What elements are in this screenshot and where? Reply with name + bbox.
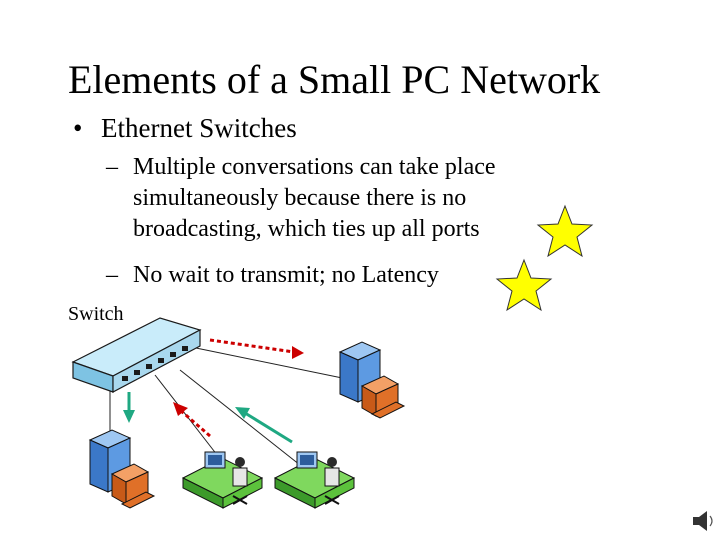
- star-icon: [495, 258, 553, 312]
- teal-arrow-down: [123, 392, 135, 423]
- server-pc-icon: [338, 341, 406, 419]
- subbullet-line: broadcasting, which ties up all ports: [133, 216, 480, 242]
- bullet-symbol: •: [73, 113, 83, 143]
- switch-label: Switch: [68, 303, 124, 325]
- bullet-ethernet-switches: • Ethernet Switches: [73, 112, 297, 144]
- bullet-text: Ethernet Switches: [101, 113, 297, 143]
- server-pc-icon: [88, 429, 156, 509]
- dash: –: [106, 262, 118, 288]
- red-dotted-arrow-right: [209, 338, 304, 359]
- workstation-icon: [273, 451, 356, 509]
- red-dotted-arrow-up: [173, 402, 211, 438]
- subbullet-no-wait: –No wait to transmit; no Latency: [106, 260, 439, 291]
- teal-arrow-up-left: [235, 407, 293, 444]
- speaker-icon: [693, 511, 713, 531]
- subbullet-line: No wait to transmit; no Latency: [133, 262, 439, 288]
- subbullet-line: Multiple conversations can take place: [133, 154, 496, 180]
- subbullet-line: simultaneously because there is no: [133, 185, 467, 211]
- slide-title: Elements of a Small PC Network: [68, 57, 601, 102]
- switch-icon: [71, 317, 202, 393]
- workstation-icon: [181, 451, 264, 509]
- subbullet-multiple-conversations: –Multiple conversations can take place s…: [106, 152, 496, 245]
- star-icon: [536, 204, 594, 258]
- dash: –: [106, 154, 118, 180]
